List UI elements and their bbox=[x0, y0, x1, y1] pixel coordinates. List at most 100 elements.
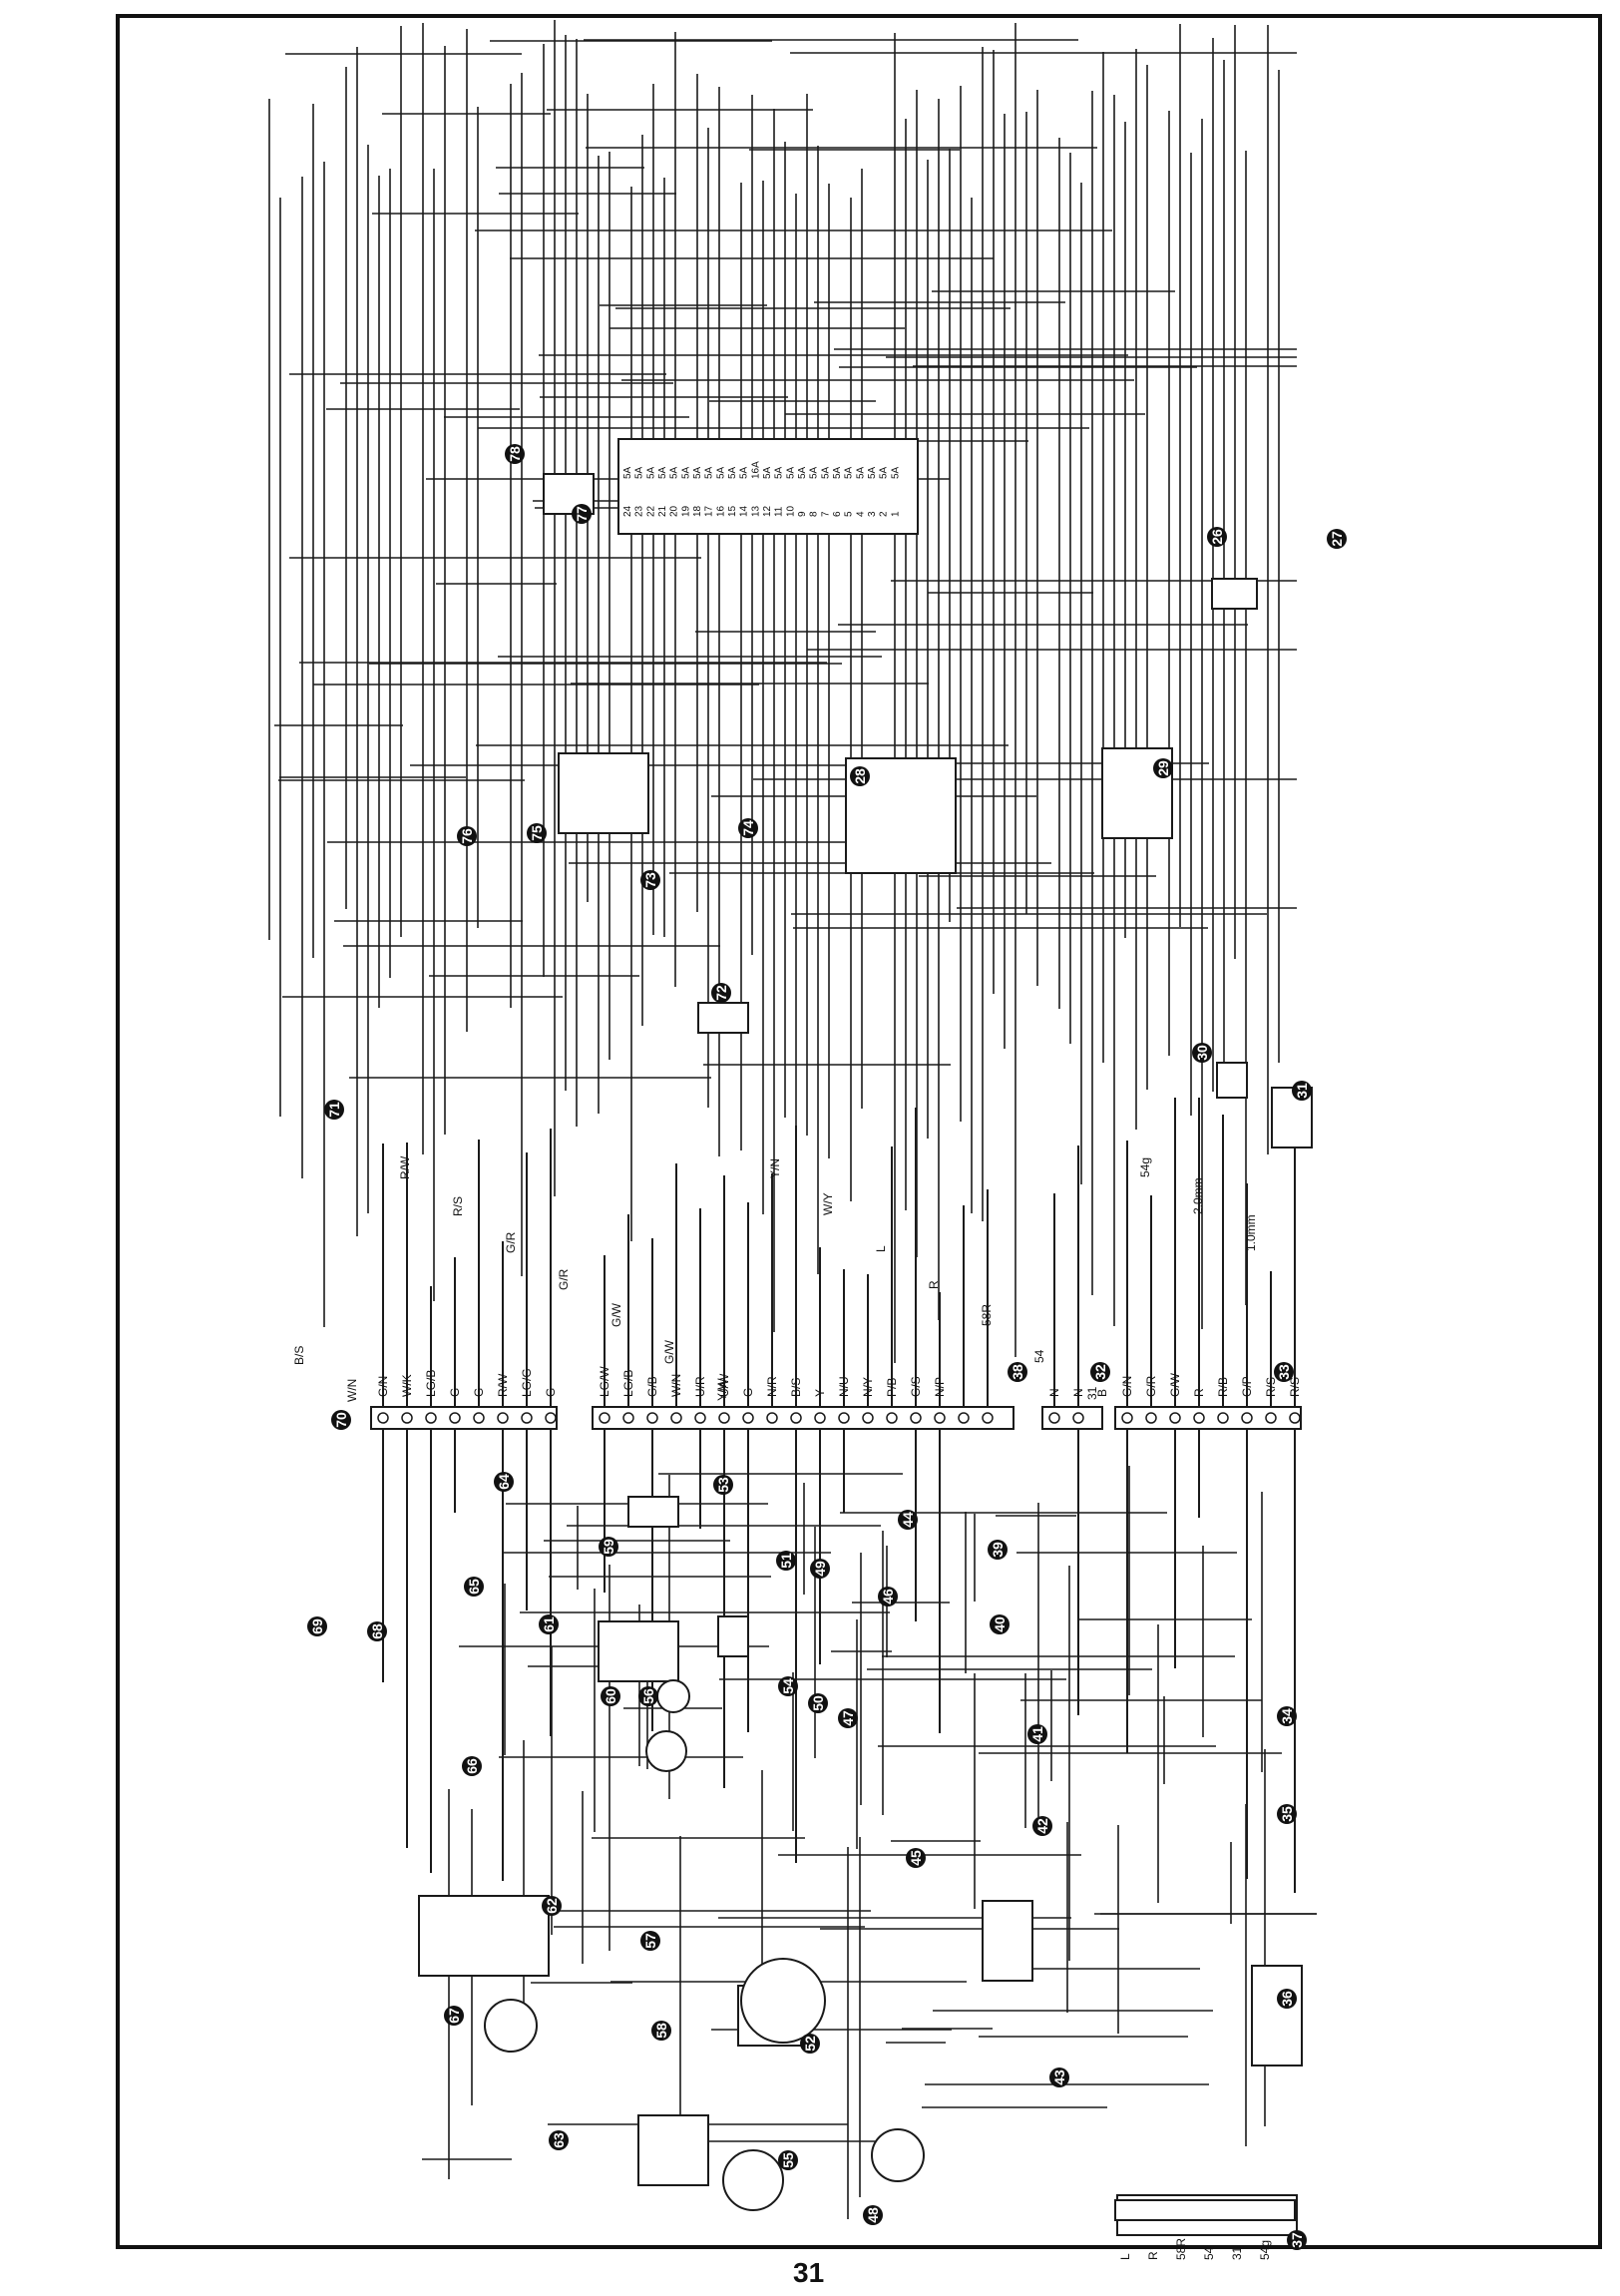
wire-code: 1.0mm bbox=[1244, 1214, 1258, 1251]
fuse-number: 23 bbox=[634, 505, 645, 517]
component-marker-63: 63 bbox=[549, 2130, 569, 2150]
wire-code: R/W bbox=[496, 1373, 510, 1397]
fuse-rating: 5A bbox=[704, 466, 715, 479]
terminal-pin bbox=[694, 1412, 706, 1424]
svg-text:77: 77 bbox=[574, 506, 590, 522]
svg-text:40: 40 bbox=[992, 1616, 1008, 1632]
wire-code: B bbox=[1095, 1389, 1109, 1397]
component-marker-36: 36 bbox=[1277, 1989, 1297, 2009]
svg-text:51: 51 bbox=[778, 1553, 794, 1569]
component-marker-69: 69 bbox=[307, 1616, 327, 1636]
terminal-37-label: 58R bbox=[1174, 2238, 1188, 2260]
component-marker-71: 71 bbox=[324, 1100, 344, 1120]
fuse-rating: 5A bbox=[692, 466, 703, 479]
component-box bbox=[1251, 1965, 1303, 2066]
svg-text:26: 26 bbox=[1209, 529, 1225, 545]
terminal-pin bbox=[449, 1412, 461, 1424]
terminal-pin bbox=[1072, 1412, 1084, 1424]
terminal-pin bbox=[545, 1412, 557, 1424]
component-marker-37: 37 bbox=[1287, 2230, 1307, 2250]
component-circle bbox=[484, 1999, 538, 2053]
component-marker-52: 52 bbox=[800, 2034, 820, 2054]
wire-code: W/K bbox=[400, 1374, 414, 1397]
component-marker-49: 49 bbox=[810, 1559, 830, 1579]
svg-text:49: 49 bbox=[812, 1561, 828, 1577]
wire-code: G/P bbox=[1240, 1376, 1254, 1397]
fuse-number: 21 bbox=[657, 505, 668, 517]
fuse-number: 11 bbox=[774, 506, 785, 517]
component-marker-77: 77 bbox=[572, 504, 592, 524]
component-circle bbox=[656, 1679, 690, 1713]
wire-code: N bbox=[1071, 1388, 1085, 1397]
wire-code: G bbox=[741, 1388, 755, 1397]
terminal-pin bbox=[910, 1412, 922, 1424]
fuse-number: 8 bbox=[809, 511, 820, 517]
svg-text:73: 73 bbox=[642, 872, 658, 888]
svg-text:52: 52 bbox=[802, 2036, 818, 2052]
wire-code: W/N bbox=[345, 1379, 359, 1402]
component-marker-41: 41 bbox=[1027, 1724, 1047, 1744]
wire-code: N/U bbox=[837, 1376, 851, 1397]
svg-text:32: 32 bbox=[1092, 1364, 1108, 1380]
terminal-37-label: 54g bbox=[1258, 2240, 1272, 2260]
wire-code: N/Y bbox=[861, 1377, 875, 1397]
terminal-pin bbox=[838, 1412, 850, 1424]
wire-code: 54g bbox=[1138, 1157, 1152, 1177]
wire-code: G/W bbox=[1168, 1372, 1182, 1397]
terminal-37-label: R bbox=[1146, 2251, 1160, 2260]
wire-code: G bbox=[472, 1388, 486, 1397]
wire-code: G/S bbox=[909, 1376, 923, 1397]
fuse-number: 16 bbox=[715, 505, 726, 517]
fuse-number: 22 bbox=[645, 505, 656, 517]
svg-text:67: 67 bbox=[446, 2008, 462, 2024]
component-box bbox=[717, 1615, 749, 1657]
terminal-pin bbox=[622, 1412, 634, 1424]
svg-text:59: 59 bbox=[601, 1539, 616, 1555]
terminal-pin bbox=[521, 1412, 533, 1424]
component-marker-74: 74 bbox=[738, 818, 758, 838]
terminal-37-label: L bbox=[1118, 2253, 1132, 2260]
svg-text:65: 65 bbox=[466, 1579, 482, 1595]
terminal-pin bbox=[670, 1412, 682, 1424]
component-box bbox=[697, 1002, 749, 1034]
svg-text:75: 75 bbox=[529, 825, 545, 841]
fusebox-77: 5A245A235A225A215A205A195A185A175A165A15… bbox=[617, 438, 919, 535]
wire-code: R/W bbox=[398, 1155, 412, 1179]
terminal-pin bbox=[497, 1412, 509, 1424]
svg-text:35: 35 bbox=[1279, 1806, 1295, 1822]
wire-code: G bbox=[544, 1388, 558, 1397]
component-box bbox=[1211, 578, 1258, 610]
wire-code: LG/B bbox=[621, 1370, 635, 1397]
component-marker-75: 75 bbox=[527, 823, 547, 843]
component-marker-27: 27 bbox=[1327, 529, 1347, 549]
wire-code: R bbox=[1192, 1388, 1206, 1397]
fuse-number: 1 bbox=[890, 511, 901, 517]
terminal-pin bbox=[1048, 1412, 1060, 1424]
fuse-rating: 5A bbox=[774, 466, 785, 479]
component-marker-32: 32 bbox=[1090, 1362, 1110, 1382]
fuse-rating: 5A bbox=[645, 466, 656, 479]
fuse-rating: 16A bbox=[750, 461, 761, 479]
component-marker-73: 73 bbox=[640, 870, 660, 890]
component-marker-76: 76 bbox=[457, 826, 477, 846]
fuse-rating: 5A bbox=[832, 466, 843, 479]
component-marker-39: 39 bbox=[988, 1540, 1008, 1560]
fuse-number: 24 bbox=[622, 505, 633, 517]
wire-code: G/R bbox=[504, 1231, 518, 1253]
wire-code: G/R bbox=[1144, 1375, 1158, 1397]
fuse-rating: 5A bbox=[715, 466, 726, 479]
component-marker-31: 31 bbox=[1292, 1081, 1312, 1101]
component-marker-43: 43 bbox=[1049, 2067, 1069, 2087]
svg-text:37: 37 bbox=[1289, 2232, 1305, 2248]
wire-code: N/R bbox=[765, 1376, 779, 1397]
svg-text:27: 27 bbox=[1329, 531, 1345, 547]
terminal-pin bbox=[814, 1412, 826, 1424]
fuse-number: 14 bbox=[739, 505, 750, 517]
wire-code: L bbox=[874, 1245, 888, 1252]
fuse-rating: 5A bbox=[890, 466, 901, 479]
fuse-rating: 5A bbox=[727, 466, 738, 479]
component-circle bbox=[645, 1730, 687, 1772]
fuse-rating: 5A bbox=[797, 466, 808, 479]
fuse-rating: 5A bbox=[844, 466, 855, 479]
svg-text:68: 68 bbox=[369, 1623, 385, 1639]
